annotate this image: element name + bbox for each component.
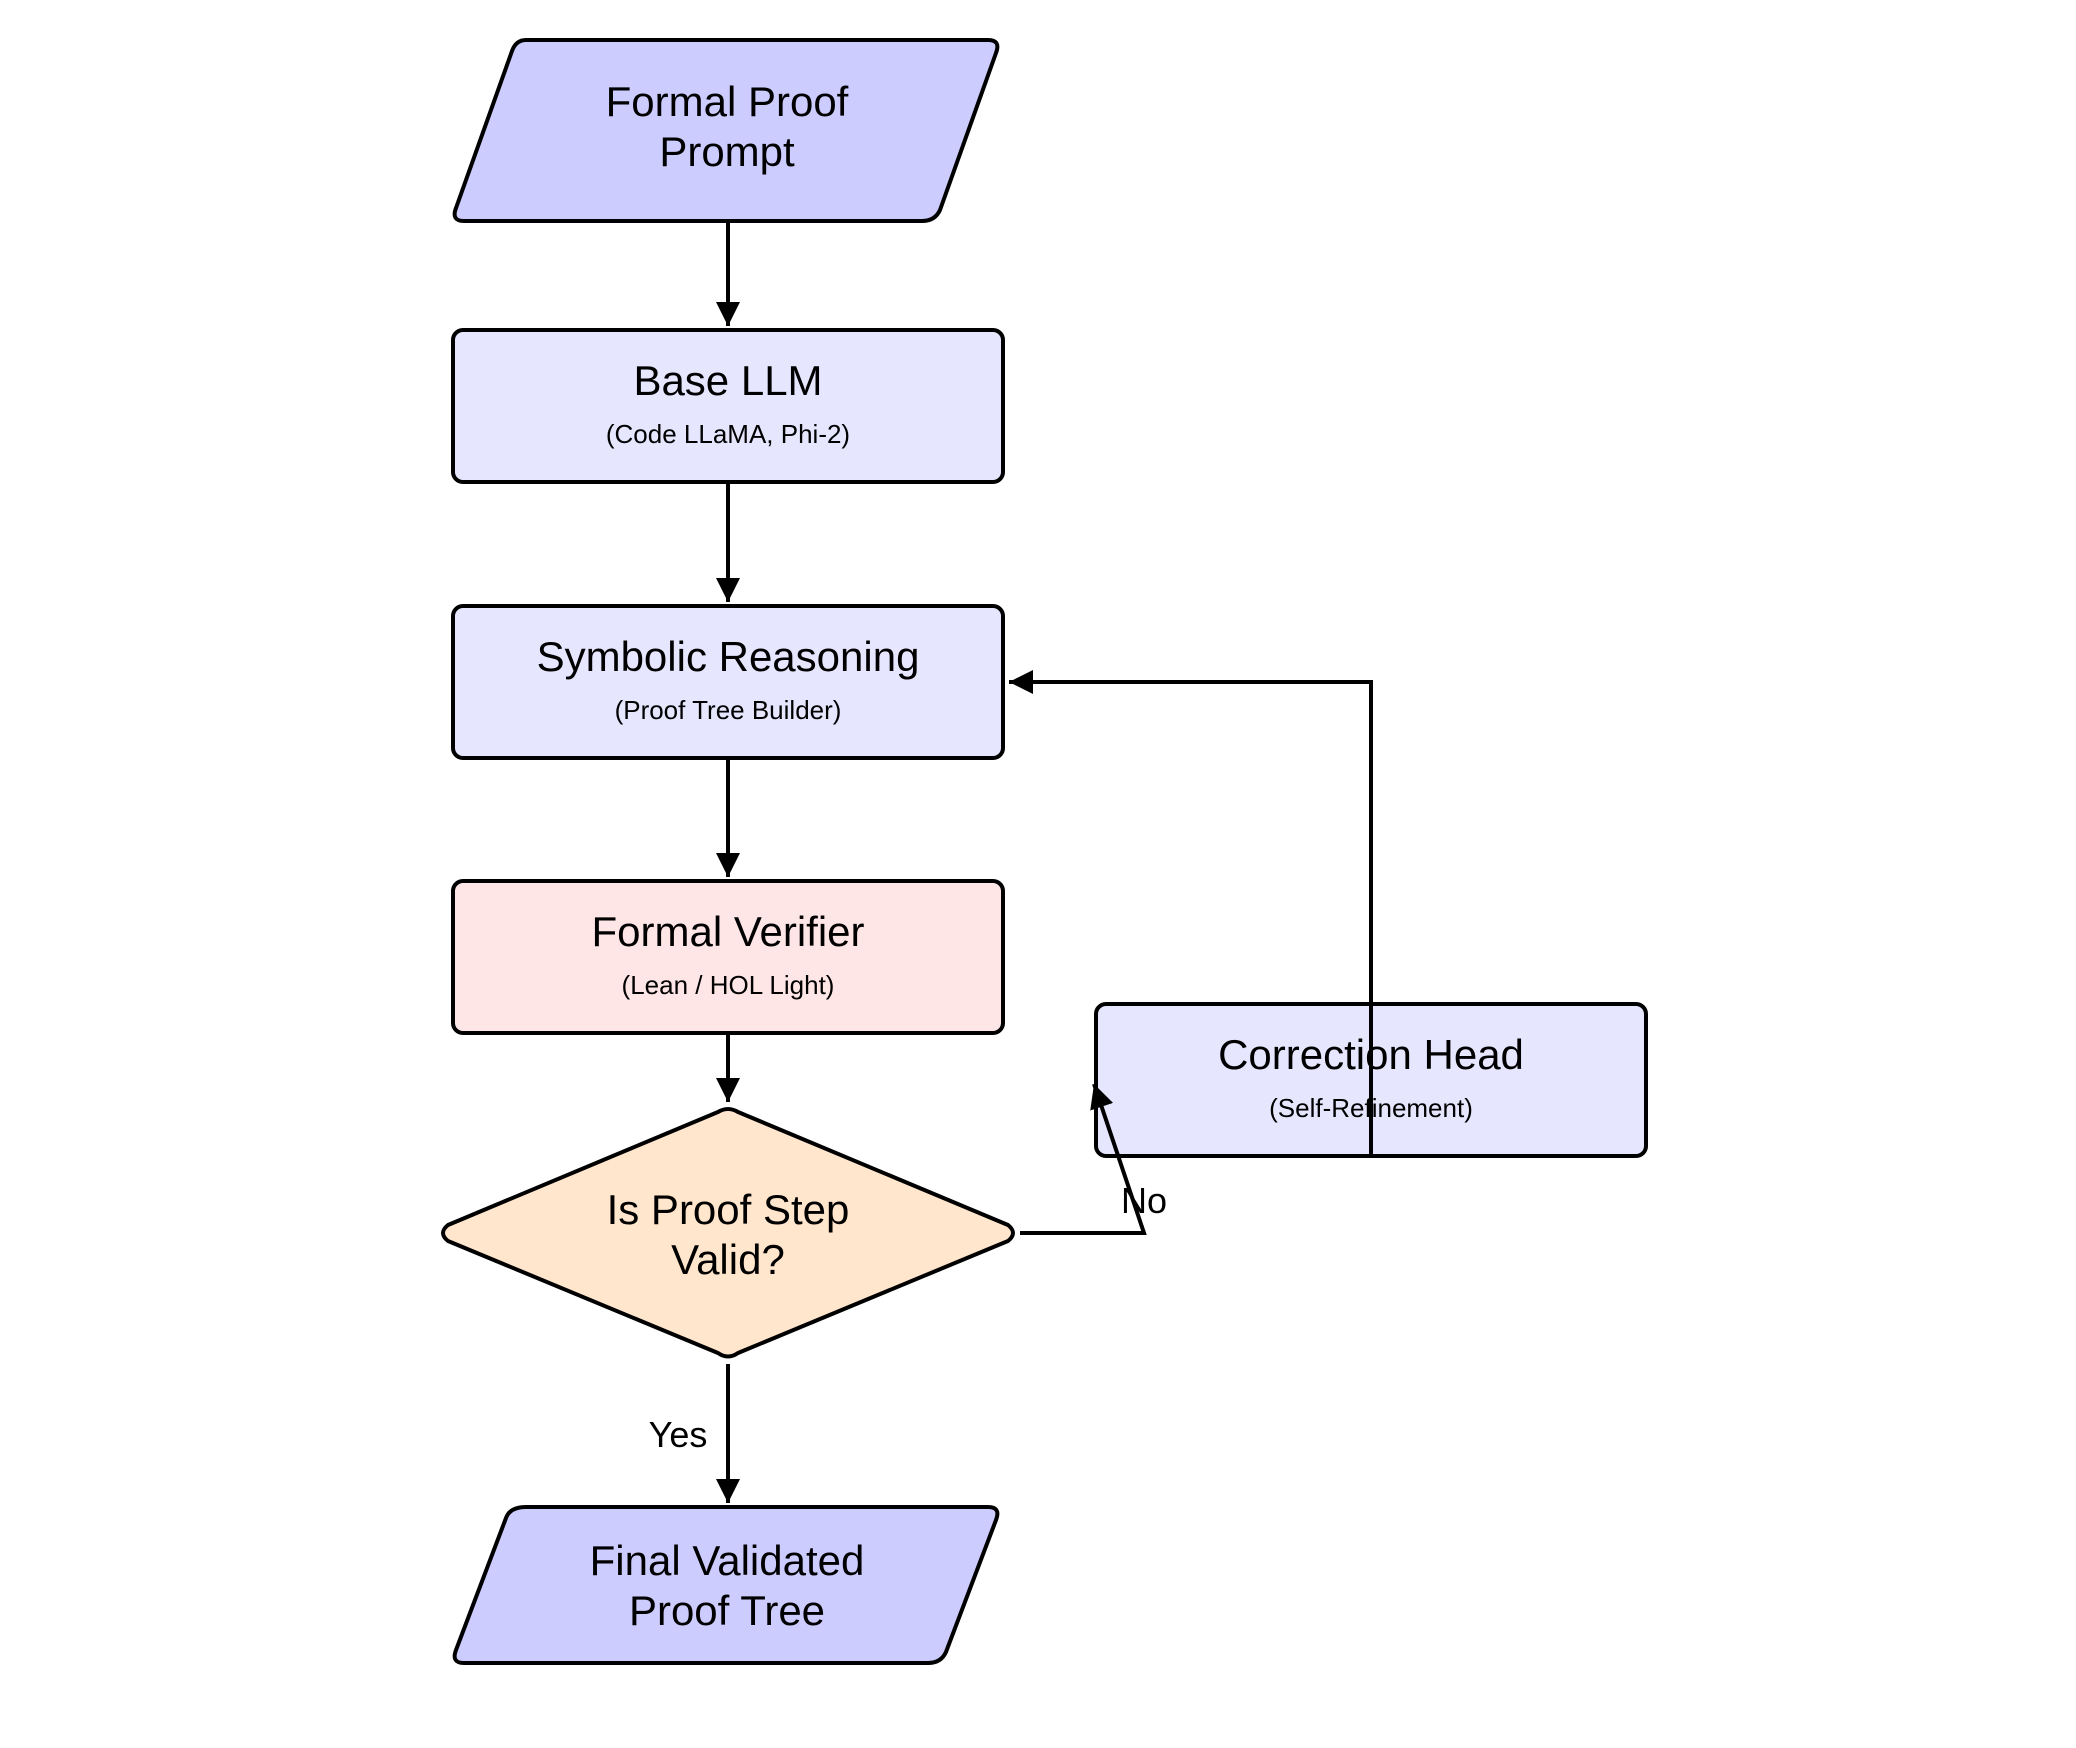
edge-label-no: No	[1121, 1180, 1167, 1221]
final-line2: Proof Tree	[629, 1587, 825, 1634]
node-final-proof-tree: Final Validated Proof Tree	[452, 1505, 1000, 1665]
symbolic-title: Symbolic Reasoning	[537, 633, 920, 680]
prompt-shape	[452, 38, 1000, 223]
node-symbolic-reasoning: Symbolic Reasoning (Proof Tree Builder)	[451, 604, 1005, 760]
node-formal-verifier: Formal Verifier (Lean / HOL Light)	[451, 879, 1005, 1035]
node-decision-valid: Is Proof Step Valid?	[441, 1107, 1015, 1359]
verifier-shape	[451, 879, 1005, 1035]
prompt-line1: Formal Proof	[606, 78, 849, 125]
decision-line2: Valid?	[671, 1236, 785, 1283]
final-shape	[452, 1505, 1000, 1665]
verifier-title: Formal Verifier	[591, 908, 864, 955]
base-llm-title: Base LLM	[633, 357, 822, 404]
final-line1: Final Validated	[590, 1537, 865, 1584]
node-formal-proof-prompt: Formal Proof Prompt	[452, 38, 1000, 223]
decision-shape	[441, 1107, 1015, 1359]
decision-line1: Is Proof Step	[607, 1186, 850, 1233]
node-base-llm: Base LLM (Code LLaMA, Phi-2)	[451, 328, 1005, 484]
edge-label-yes: Yes	[649, 1414, 708, 1455]
base-llm-shape	[451, 328, 1005, 484]
symbolic-subtitle: (Proof Tree Builder)	[615, 695, 842, 725]
symbolic-shape	[451, 604, 1005, 760]
prompt-line2: Prompt	[659, 128, 795, 175]
edge-correction-to-symbolic	[1009, 670, 1373, 1156]
verifier-subtitle: (Lean / HOL Light)	[622, 970, 835, 1000]
base-llm-subtitle: (Code LLaMA, Phi-2)	[606, 419, 850, 449]
edge-decision-to-correction-no	[1020, 1083, 1147, 1235]
